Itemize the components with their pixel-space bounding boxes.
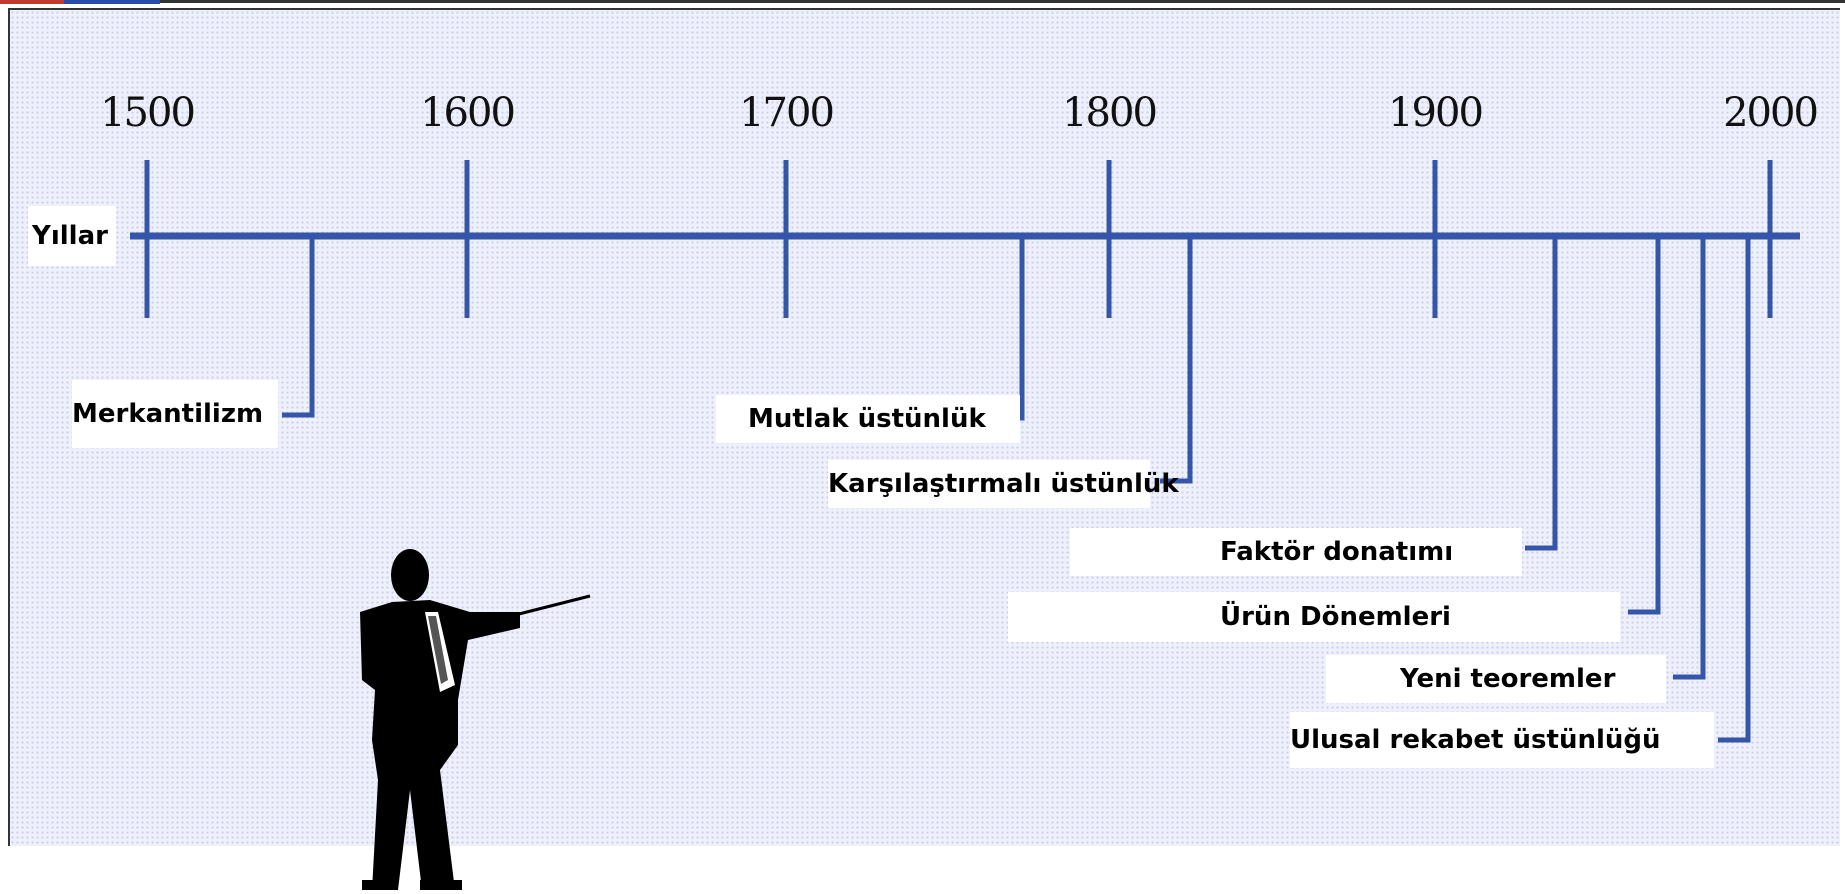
event-label-urun-donemleri: Ürün Dönemleri xyxy=(1008,592,1620,642)
year-label-1700: 1700 xyxy=(739,90,835,136)
year-label-1500: 1500 xyxy=(100,90,196,136)
presenter-figure xyxy=(360,549,591,890)
event-label-ulusal-rekabet-ustunlugu: Ulusal rekabet üstünlüğü xyxy=(1290,712,1714,768)
event-label-faktor-donatimi: Faktör donatımı xyxy=(1070,528,1522,576)
axis-label-years: Yıllar xyxy=(28,206,116,266)
event-connector-5 xyxy=(1628,236,1661,615)
event-label-yeni-teoremler: Yeni teoremler xyxy=(1326,655,1666,703)
event-label-mutlak-ustunluk: Mutlak üstünlük xyxy=(716,395,1020,443)
year-label-1900: 1900 xyxy=(1388,90,1484,136)
event-connector-7 xyxy=(1718,236,1751,743)
event-label-merkantilizm: Merkantilizm xyxy=(72,380,278,448)
event-connector-2 xyxy=(992,236,1025,421)
event-connector-4 xyxy=(1525,236,1558,551)
top-border-line xyxy=(160,0,1845,3)
year-label-2000: 2000 xyxy=(1723,90,1819,136)
year-label-1600: 1600 xyxy=(420,90,516,136)
event-label-karsilastirmali-ustunluk: Karşılaştırmalı üstünlük xyxy=(828,460,1179,508)
year-label-1800: 1800 xyxy=(1062,90,1158,136)
event-connector-1 xyxy=(282,236,315,418)
event-connector-3 xyxy=(1160,236,1193,484)
top-accent-bar xyxy=(0,0,160,4)
event-connector-6 xyxy=(1673,236,1706,680)
